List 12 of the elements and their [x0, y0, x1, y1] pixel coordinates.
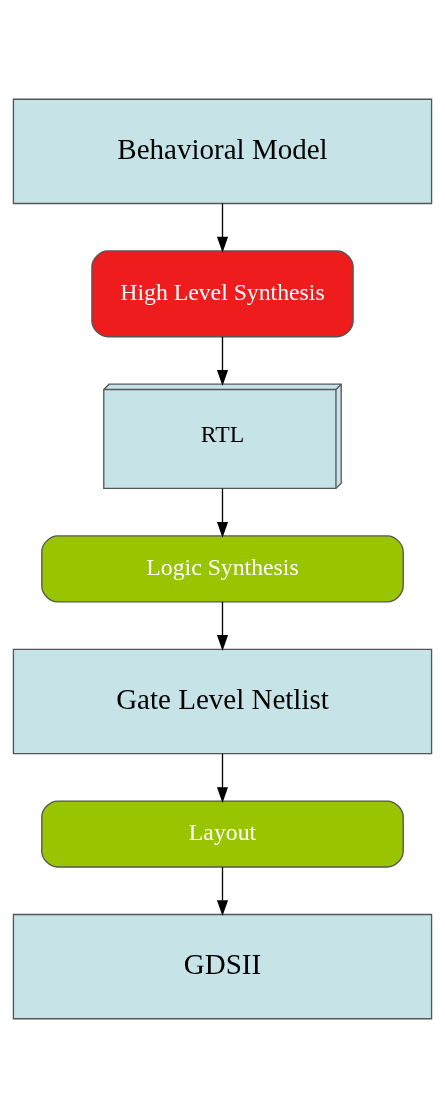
arrow [216, 866, 229, 917]
arrow [216, 336, 229, 386]
node-box: Behavioral Model [12, 98, 433, 205]
arrow [216, 202, 229, 253]
arrow [216, 753, 229, 803]
node-box: GDSII [12, 913, 433, 1020]
node-box: Logic Synthesis [41, 535, 404, 603]
arrow [216, 487, 229, 538]
arrow [216, 601, 229, 651]
node-box: Gate Level Netlist [12, 648, 433, 755]
node-box: Layout [41, 800, 404, 868]
node-box: High Level Synthesis [91, 250, 354, 338]
